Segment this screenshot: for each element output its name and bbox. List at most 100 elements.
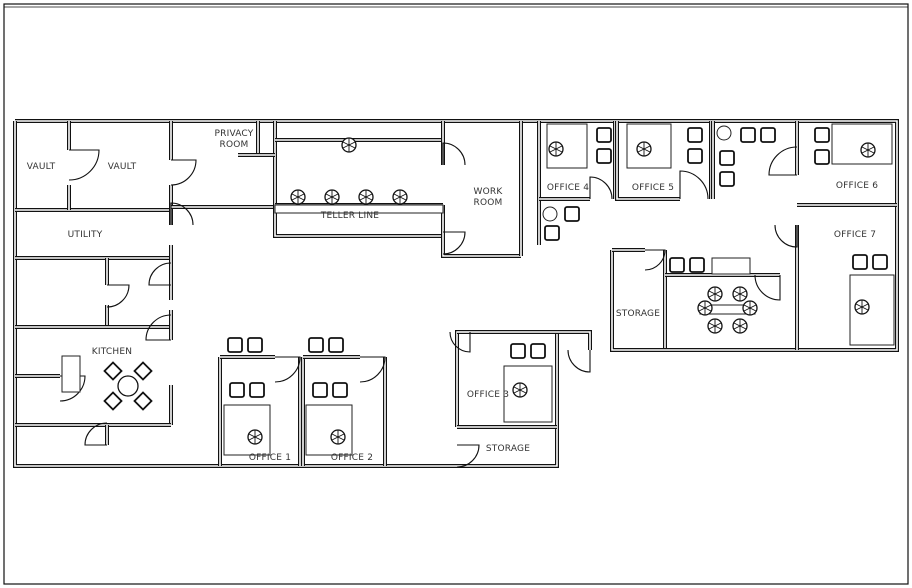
chair [530,343,546,359]
swivel-chair-spokes [393,190,407,204]
swivel-chair-spokes [861,143,875,157]
door-swing [148,262,172,286]
swivel-chair-spokes [698,301,712,315]
kitchen-counter [61,355,81,393]
door-swing [106,284,130,308]
label-vault-2: VAULT [108,162,137,172]
door-swing [359,356,386,383]
desk [831,123,893,165]
label-office-4: OFFICE 4 [547,183,589,193]
swivel-chair-spokes [291,190,305,204]
swivel-chair-spokes [733,287,747,301]
swivel-chair-spokes [248,430,262,444]
swivel-chair-spokes [325,190,339,204]
swivel-chair-spokes [513,383,527,397]
swivel-chair-spokes [708,319,722,333]
label-office-3: OFFICE 3 [467,390,509,400]
door-swing [170,202,194,226]
swivel-chair-spokes [743,301,757,315]
door-swing [768,146,798,176]
door-swing [567,349,591,373]
door-swing [274,356,301,383]
side-table [542,206,558,222]
label-vault-1: VAULT [27,162,56,172]
furniture [61,123,895,456]
wall-inner [15,120,898,351]
chair [760,127,776,143]
label-privacy-room-2: ROOM [220,140,249,150]
chair [229,382,245,398]
chair [687,127,703,143]
door-swing [774,224,798,248]
wall [441,205,521,258]
door-swing [442,231,466,255]
chair [227,337,243,353]
swivel-chair-spokes [359,190,373,204]
chair [689,257,705,273]
chair [596,127,612,143]
swivel-chair-spokes [342,138,356,152]
door-swing [679,170,709,200]
room-labels: VAULT VAULT PRIVACY ROOM TELLER LINE WOR… [27,129,878,463]
label-office-1: OFFICE 1 [249,453,291,463]
swivel-chair-spokes [708,287,722,301]
chair [669,257,685,273]
side-table [716,125,732,141]
door-swing [456,444,480,468]
chair [814,149,830,165]
chair [510,343,526,359]
label-teller-line: TELLER LINE [320,211,379,221]
chair [852,254,868,270]
chair [328,337,344,353]
swivel-chair-spokes [733,319,747,333]
door-swing [644,249,666,271]
door-swing [449,331,471,353]
kitchen-chair [133,361,153,381]
kitchen-chair [133,391,153,411]
kitchen-chair [103,361,123,381]
teller-counter [274,204,444,214]
chair [544,225,560,241]
wall-inner [442,205,521,257]
chair [249,382,265,398]
desk [223,404,271,456]
chair [687,148,703,164]
label-office-5: OFFICE 5 [632,183,674,193]
wall-inner [274,121,443,237]
label-office-7: OFFICE 7 [834,230,876,240]
chair [719,150,735,166]
door-swing [68,149,100,181]
wall [557,330,592,350]
door-swing [84,422,108,446]
door-swing [170,159,197,186]
frame-border [3,3,909,585]
kitchen-chair [103,391,123,411]
kitchen-table [117,375,139,397]
chair [308,337,324,353]
walls [13,119,899,468]
wall-inner [557,331,591,350]
chair [814,127,830,143]
wall-inner [14,121,558,467]
chair [332,382,348,398]
chair [247,337,263,353]
swivel-chair-spokes [637,142,651,156]
label-work-room-2: ROOM [474,198,503,208]
swivel-chair-spokes [549,142,563,156]
desk [305,404,353,456]
wall [13,121,559,468]
label-privacy-room-1: PRIVACY [215,129,254,139]
label-storage-2: STORAGE [486,444,530,454]
desk [503,365,553,423]
label-work-room-1: WORK [474,187,504,197]
chair [740,127,756,143]
label-office-2: OFFICE 2 [331,453,373,463]
chair [872,254,888,270]
swivel-chair-spokes [855,300,869,314]
door-swing [589,176,613,200]
door-swing [145,314,172,341]
label-utility: UTILITY [68,230,103,240]
doors [59,142,798,468]
wall [15,119,899,352]
